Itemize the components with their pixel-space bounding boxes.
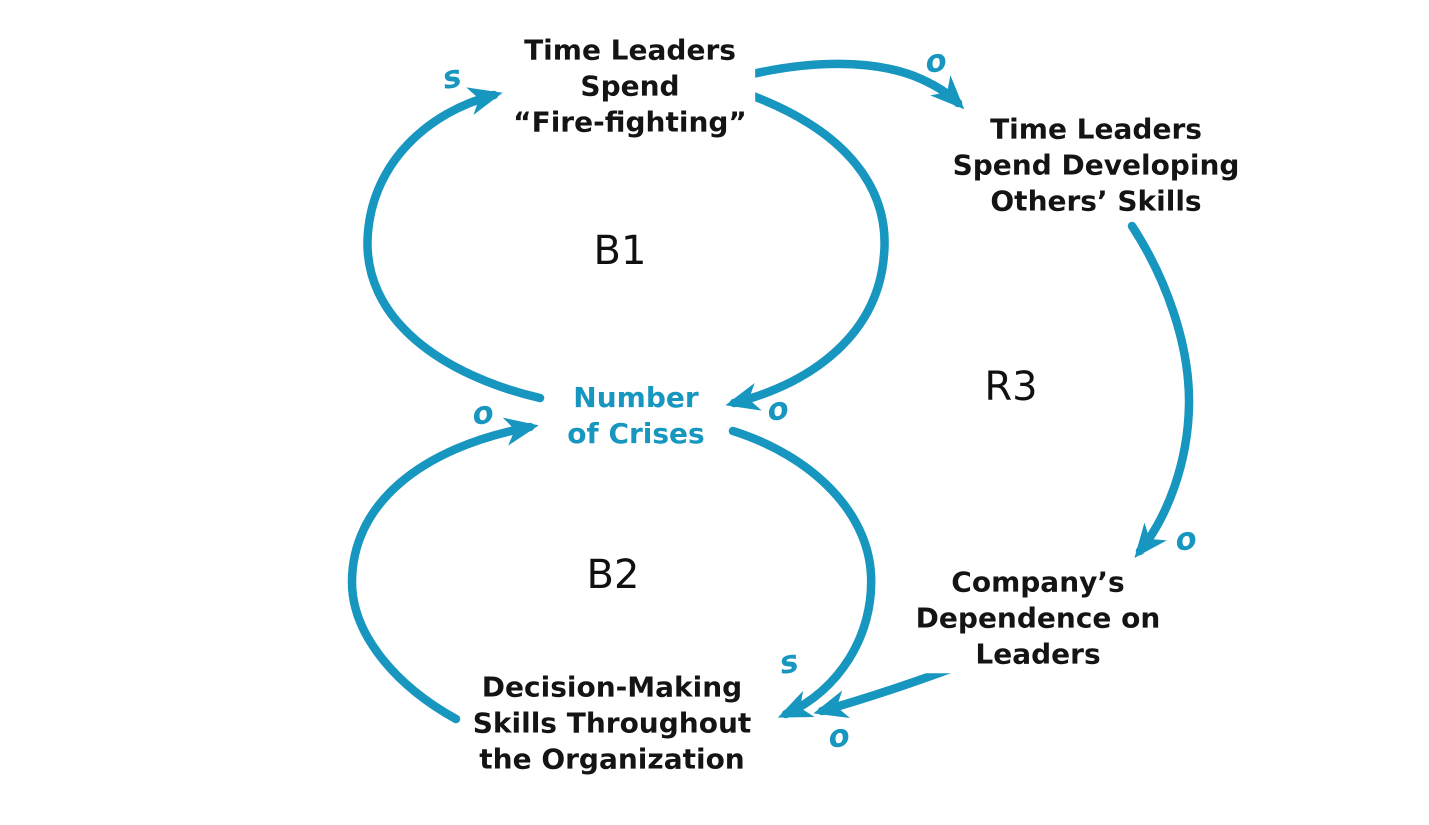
- arrow-crises-to-decision: [728, 426, 876, 719]
- node-company-dependence: Company’s Dependence on Leaders: [907, 562, 1169, 674]
- arrow-firefighting-to-developing: [743, 59, 965, 110]
- arrow-crises-to-firefighting: [363, 87, 545, 403]
- loop-label-b2: B2: [586, 552, 640, 598]
- arrow-decision-to-crises: [347, 417, 539, 724]
- node-time-firefighting: Time Leaders Spend “Fire-fighting”: [505, 30, 755, 142]
- loop-label-r3: R3: [984, 364, 1038, 410]
- node-time-developing-skills: Time Leaders Spend Developing Others’ Sk…: [944, 109, 1248, 221]
- arrow-developing-to-dependence: [1127, 221, 1194, 558]
- loop-label-b1: B1: [593, 228, 647, 274]
- node-decision-making-skills: Decision-Making Skills Throughout the Or…: [464, 667, 760, 779]
- arrow-firefighting-to-crises: [725, 88, 889, 411]
- node-number-of-crises: Number of Crises: [559, 378, 713, 454]
